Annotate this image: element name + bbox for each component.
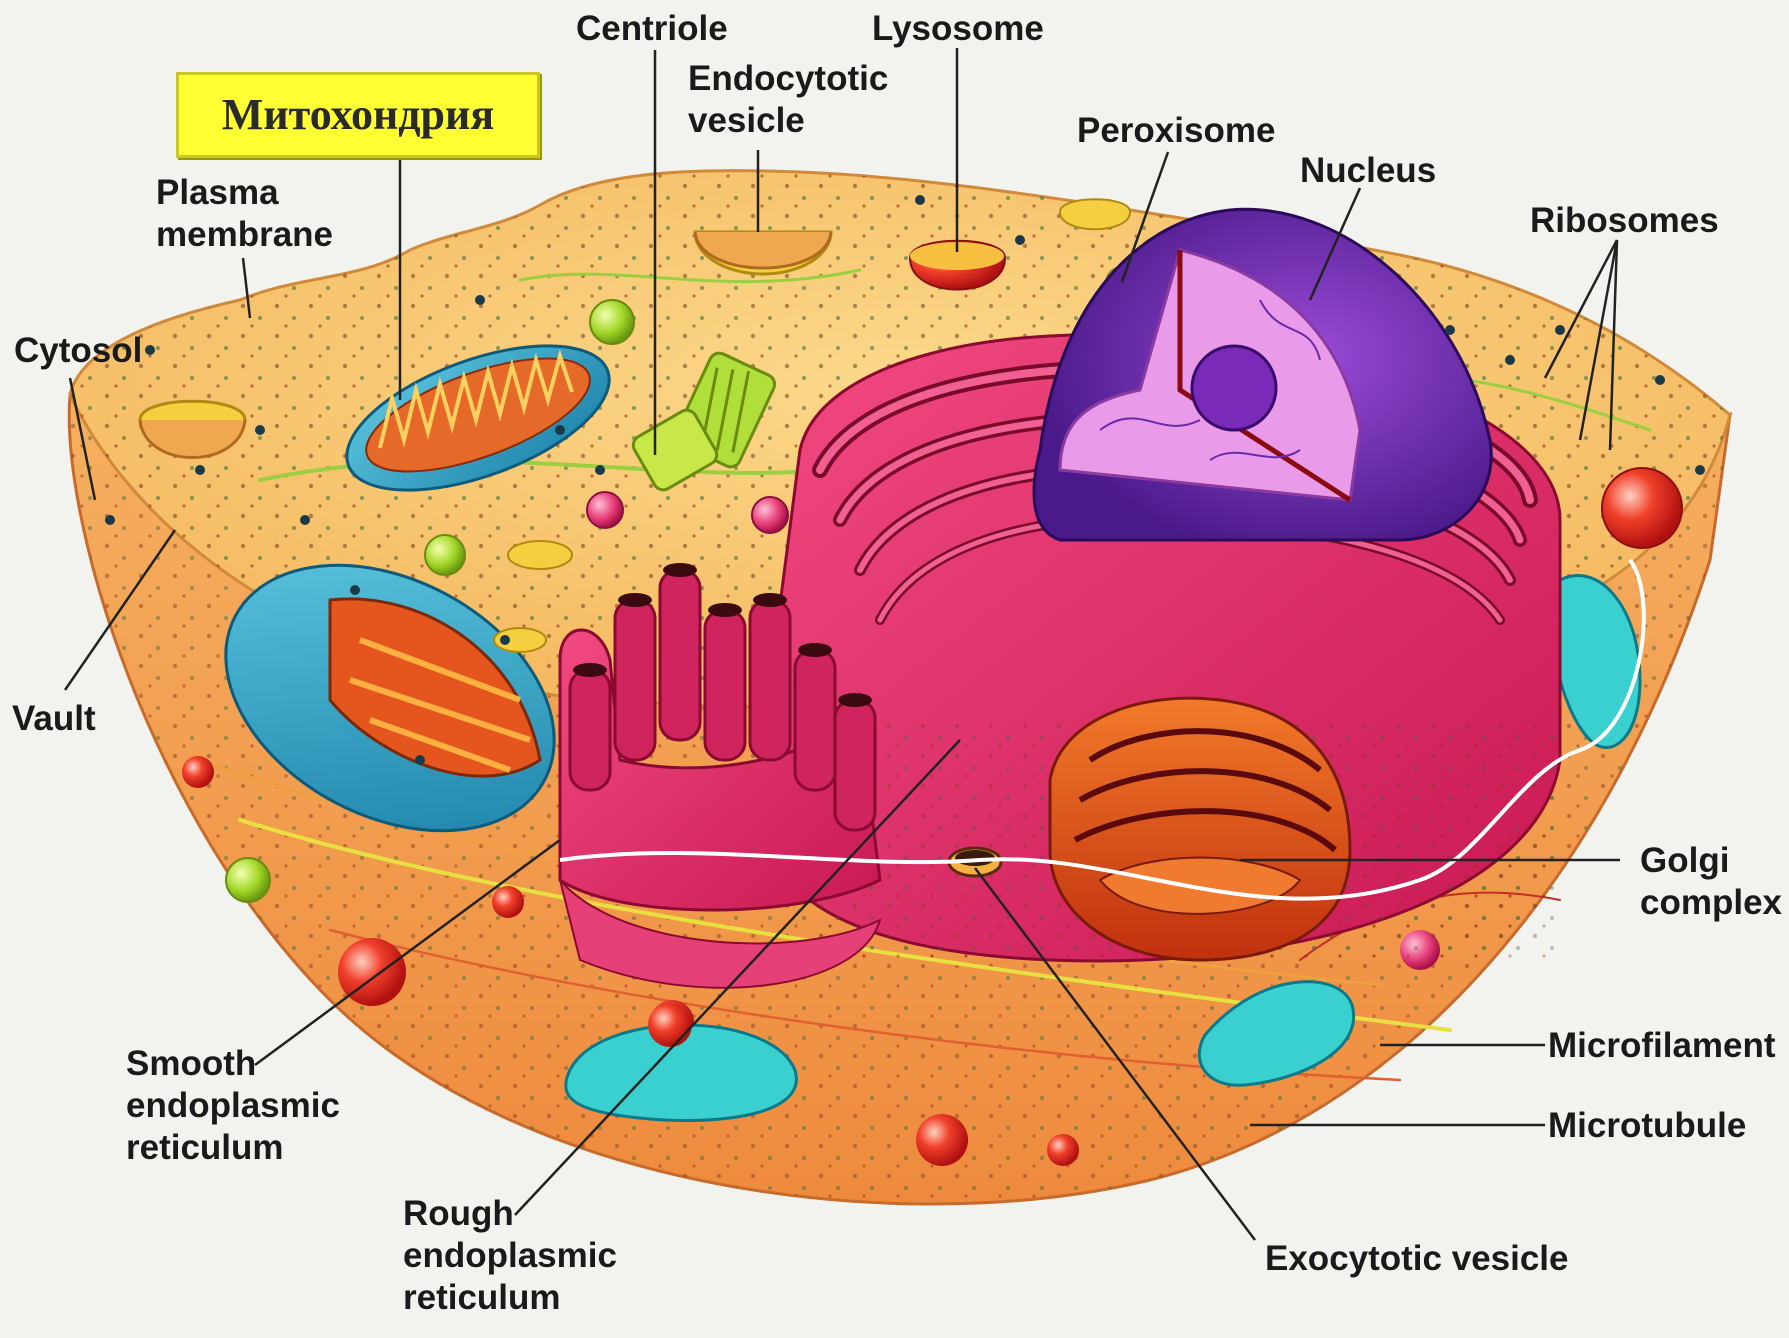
label-centriole: Centriole — [576, 8, 728, 50]
label-rough-er: Rough endoplasmic reticulum — [403, 1193, 617, 1319]
label-nucleus: Nucleus — [1300, 150, 1436, 192]
label-plasma-membrane: Plasma membrane — [156, 172, 333, 256]
label-golgi-complex: Golgi complex — [1640, 840, 1782, 924]
label-peroxisome: Peroxisome — [1077, 110, 1275, 152]
label-smooth-er: Smooth endoplasmic reticulum — [126, 1043, 340, 1169]
label-microtubule: Microtubule — [1548, 1105, 1746, 1147]
label-ribosomes: Ribosomes — [1530, 200, 1719, 242]
label-microfilament: Microfilament — [1548, 1025, 1776, 1067]
golgi-shape — [1050, 698, 1350, 960]
mitochondria-label-ru: Митохондрия — [179, 75, 537, 155]
label-lysosome: Lysosome — [872, 8, 1044, 50]
mitochondria-highlight-box: Митохондрия — [176, 72, 540, 158]
label-cytosol: Cytosol — [14, 330, 142, 372]
label-vault: Vault — [12, 698, 96, 740]
label-exocytotic-vesicle: Exocytotic vesicle — [1265, 1238, 1569, 1280]
label-endocytotic-vesicle: Endocytotic vesicle — [688, 58, 888, 142]
